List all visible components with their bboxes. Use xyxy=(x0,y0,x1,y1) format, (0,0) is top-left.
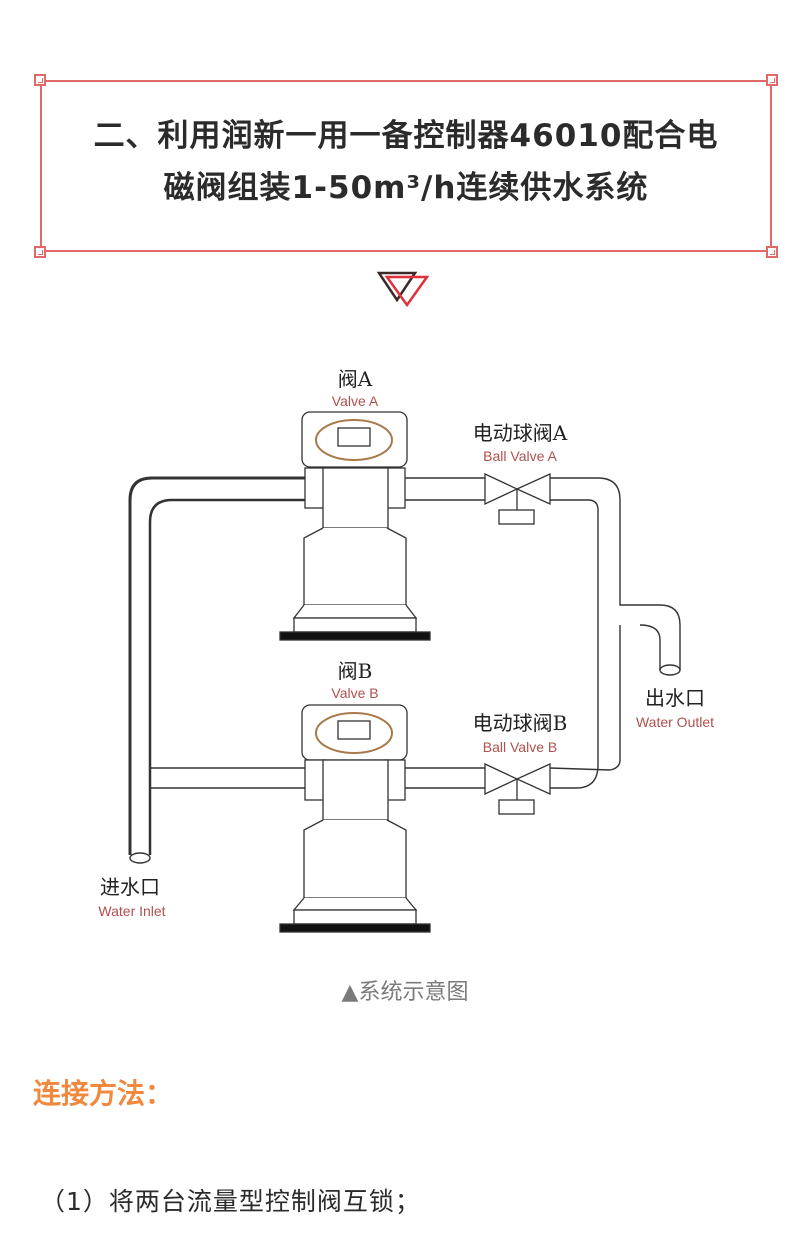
ball-valve-a-label-en: Ball Valve A xyxy=(483,448,557,464)
valve-b-unit xyxy=(279,704,431,933)
ball-valve-b xyxy=(484,762,551,815)
ground-hatch xyxy=(279,923,431,933)
diagram-caption: ▲系统示意图 xyxy=(341,980,469,1005)
inlet-pipe xyxy=(128,476,305,855)
ball-valve-a xyxy=(484,472,551,525)
system-diagram: 阀A Valve A 阀B Valve B 电动球阀A Ball Valve A… xyxy=(98,367,714,933)
ground-hatch xyxy=(279,631,431,641)
valve-b-label-cn: 阀B xyxy=(338,659,373,683)
ball-valve-b-label-en: Ball Valve B xyxy=(483,739,557,755)
section-title: 二、利用润新一用一备控制器46010配合电 磁阀组装1-50m³/h连续供水系统 xyxy=(42,110,770,214)
down-triangle-icon xyxy=(376,271,430,308)
frame-corner-ornament xyxy=(766,74,778,86)
connection-method-heading: 连接方法： xyxy=(33,1077,174,1110)
section-title-line1: 二、利用润新一用一备控制器46010配合电 xyxy=(93,118,719,154)
outlet-opening xyxy=(659,664,681,676)
ball-valve-a-label-cn: 电动球阀A xyxy=(473,421,568,445)
frame-corner-ornament xyxy=(766,246,778,258)
frame-corner-ornament xyxy=(34,246,46,258)
water-outlet-label-cn: 出水口 xyxy=(645,686,705,710)
water-outlet-label-en: Water Outlet xyxy=(636,714,714,730)
valve-a-label-cn: 阀A xyxy=(338,367,373,391)
ball-valve-b-label-cn: 电动球阀B xyxy=(473,711,568,735)
water-inlet-label-en: Water Inlet xyxy=(98,903,165,919)
water-inlet-label-cn: 进水口 xyxy=(100,875,160,899)
title-frame: 二、利用润新一用一备控制器46010配合电 磁阀组装1-50m³/h连续供水系统 xyxy=(34,74,778,258)
section-title-line2: 磁阀组装1-50m³/h连续供水系统 xyxy=(163,170,649,206)
valve-a-unit xyxy=(279,411,431,641)
frame-corner-ornament xyxy=(34,74,46,86)
inlet-opening xyxy=(129,852,151,864)
valve-b-label-en: Valve B xyxy=(331,685,378,701)
valve-a-label-en: Valve A xyxy=(332,393,379,409)
connection-step: （1）将两台流量型控制阀互锁； xyxy=(40,1187,421,1216)
